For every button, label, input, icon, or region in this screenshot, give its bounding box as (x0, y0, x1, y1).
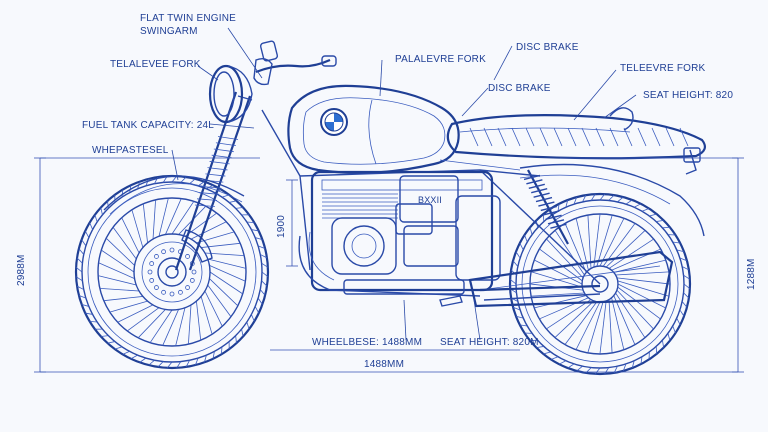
label-paralever-fork: PALALEVRE FORK (395, 54, 486, 65)
label-fuel-tank: FUEL TANK CAPACITY: 24L (82, 120, 214, 131)
handlebar (253, 40, 337, 86)
label-overall-length: 1488MM (364, 359, 404, 370)
front-mudguard (103, 175, 245, 211)
label-wheelbase-bottom: WHEELBESE: 1488MM (312, 337, 422, 348)
exhaust (298, 231, 674, 308)
swingarm (479, 284, 601, 292)
frame (261, 109, 601, 285)
engine (310, 170, 501, 295)
leader-lines (171, 27, 637, 341)
rear-shock (523, 169, 569, 245)
label-wheelbase-left: WHEPASTESEL (92, 145, 169, 156)
engine-badge: BXXII (418, 195, 442, 205)
label-height-left: 2988M (16, 254, 27, 286)
label-disc-brake-mid: DISC BRAKE (488, 83, 551, 94)
tank-logo (320, 108, 348, 136)
label-telalever-fork: TELALEVEE FORK (110, 59, 201, 70)
label-flat-twin-engine: FLAT TWIN ENGINE (140, 13, 236, 24)
footpeg (439, 295, 463, 307)
headlight (208, 64, 253, 124)
seat (446, 107, 706, 160)
label-swingarm: SWINGARM (140, 26, 198, 37)
label-disc-brake-top: DISC BRAKE (516, 42, 579, 53)
label-telelever-fork: TELEEVRE FORK (620, 63, 706, 74)
fuel-tank (287, 84, 460, 175)
label-height-right: 1288M (746, 258, 757, 290)
label-seat-height-bottom: SEAT HEIGHT: 820M (440, 337, 539, 348)
dimension-lines (34, 157, 744, 373)
front-disc-brake (133, 229, 213, 311)
rear-fender (519, 147, 705, 237)
label-seat-height-top: SEAT HEIGHT: 820 (643, 90, 733, 101)
label-height-mid: 1900 (276, 215, 287, 238)
front-wheel (74, 174, 270, 370)
